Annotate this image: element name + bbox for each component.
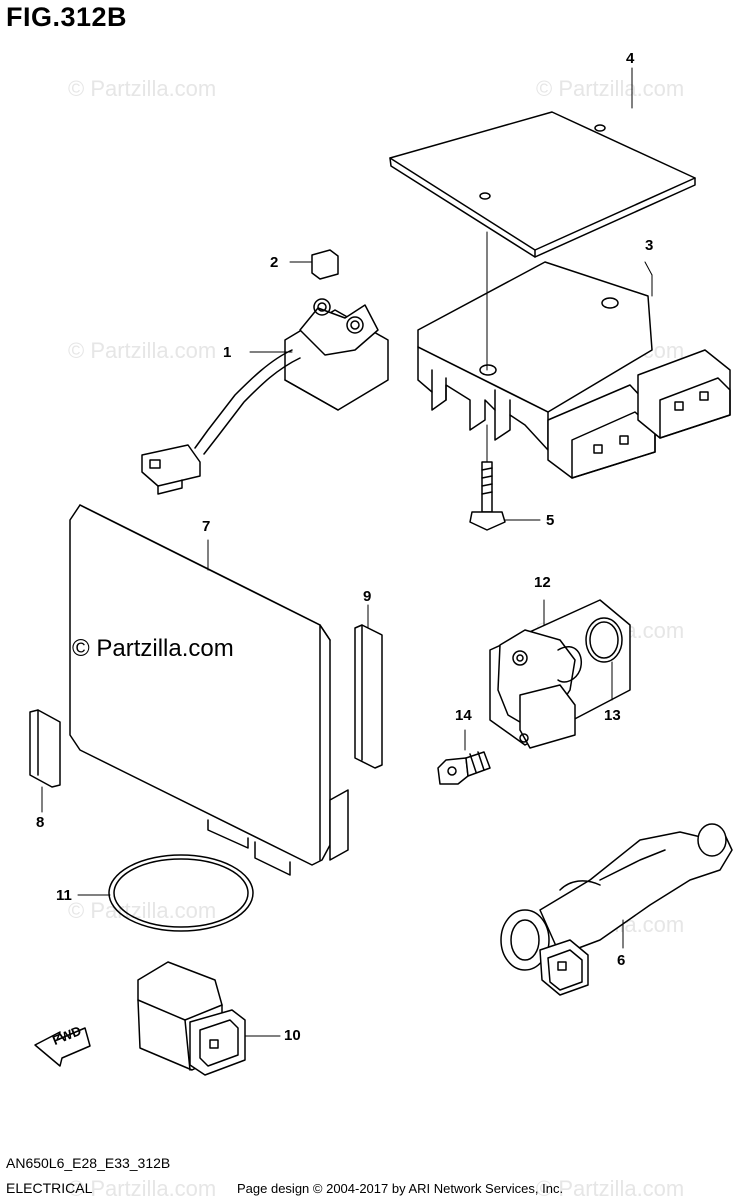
watermark: © Partzilla.com	[536, 76, 685, 101]
part-8-pad	[29, 709, 61, 813]
callout-2: 2	[270, 254, 279, 271]
part-13-oring	[585, 617, 623, 701]
figure-title: FIG.312B	[6, 2, 128, 32]
part-5-bolt	[469, 461, 541, 531]
callout-5: 5	[546, 512, 555, 529]
callout-13: 13	[604, 707, 621, 724]
part-11-oring	[77, 854, 254, 932]
callout-4: 4	[626, 50, 635, 67]
model-code: AN650L6_E28_E33_312B	[6, 1155, 171, 1171]
watermark: © Partzilla.com	[68, 338, 217, 363]
callout-8: 8	[36, 814, 45, 831]
watermark: © Partzilla.com	[536, 1176, 685, 1201]
part-10-connector	[137, 961, 281, 1076]
part-12-sensor	[489, 599, 631, 749]
fwd-arrow	[34, 1027, 91, 1067]
part-9-pad	[354, 604, 383, 769]
part-7-ecm	[69, 504, 349, 876]
watermark: © Partzilla.com	[68, 898, 217, 923]
part-14-bolt	[437, 729, 491, 785]
callout-14: 14	[455, 707, 472, 724]
callout-6: 6	[617, 952, 626, 969]
callout-9: 9	[363, 588, 372, 605]
callout-1: 1	[223, 344, 232, 361]
main-watermark: © Partzilla.com	[72, 635, 234, 662]
watermark: © Partzilla.com	[68, 1176, 217, 1201]
callout-3: 3	[645, 237, 654, 254]
part-1-relay	[141, 298, 389, 495]
copyright-text: Page design © 2004-2017 by ARI Network S…	[237, 1181, 564, 1196]
callout-10: 10	[284, 1027, 301, 1044]
callout-11: 11	[56, 887, 72, 904]
part-3-regulator	[417, 261, 731, 479]
callout-12: 12	[534, 574, 551, 591]
section-name: ELECTRICAL	[6, 1180, 93, 1196]
callout-7: 7	[202, 518, 211, 535]
part-2-bolt	[289, 249, 339, 280]
part-4-plate	[389, 67, 696, 258]
part-6-sensor	[500, 823, 733, 996]
watermark: © Partzilla.com	[68, 76, 217, 101]
